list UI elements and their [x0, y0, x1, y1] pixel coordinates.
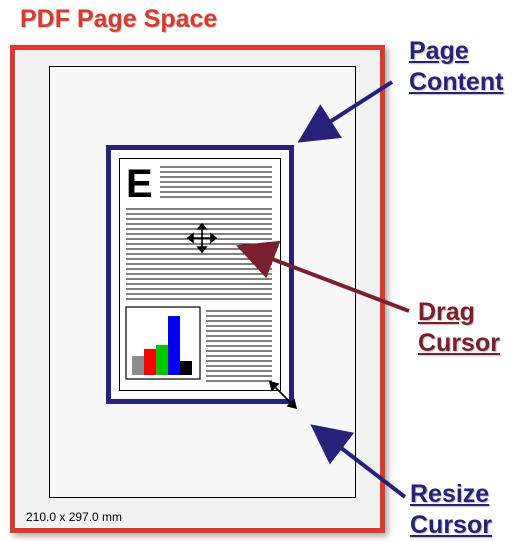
resize-cursor-arrow	[310, 424, 407, 499]
resize-cursor-callout: Resize Cursor	[410, 479, 492, 541]
resize-cursor-callout-line1: Resize	[410, 480, 490, 508]
bar-chart-icon	[125, 306, 201, 380]
chart-bar-green	[156, 345, 168, 375]
page-content-callout: Page Content	[409, 36, 503, 98]
move-cursor-icon	[186, 222, 218, 254]
page-content-callout-line2: Content	[409, 68, 504, 96]
chart-bar-red	[144, 349, 156, 375]
page-content-callout-line1: Page	[409, 37, 469, 65]
drag-cursor-arrow	[236, 240, 410, 313]
page-content-arrow	[297, 80, 394, 143]
heading-letter: E	[126, 162, 153, 206]
resize-cursor-icon	[268, 380, 298, 410]
content-preview-graphic: E	[125, 162, 272, 382]
drag-cursor-callout: Drag Cursor	[418, 297, 500, 359]
chart-bar-gray	[132, 356, 144, 375]
resize-cursor-callout-line2: Cursor	[410, 511, 492, 539]
chart-bar-black	[180, 361, 192, 375]
diagram-title: PDF Page Space	[20, 5, 218, 33]
drag-cursor-callout-line1: Drag	[418, 298, 475, 326]
chart-bar-blue	[168, 316, 180, 375]
drag-cursor-callout-line2: Cursor	[418, 329, 500, 357]
page-size-label: 210.0 x 297.0 mm	[26, 510, 123, 524]
